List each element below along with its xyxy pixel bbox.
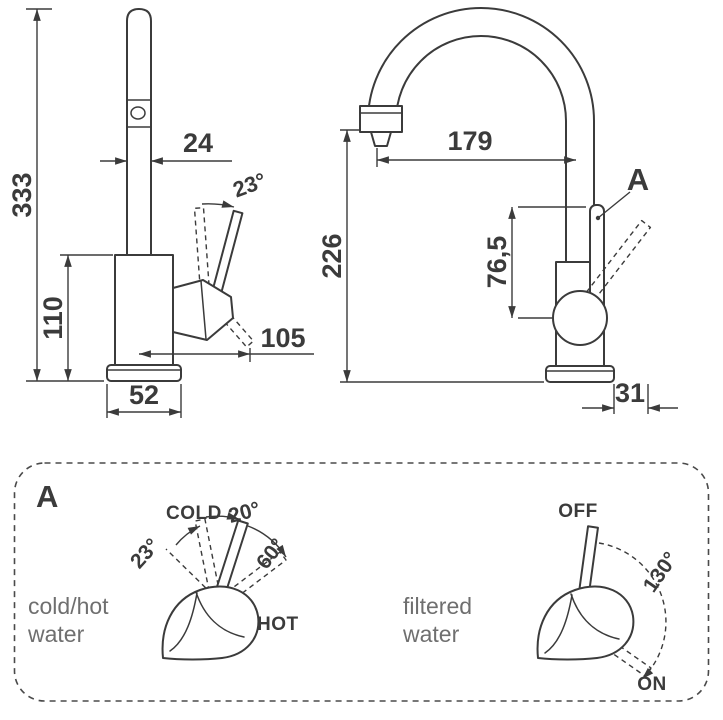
label-hot: HOT <box>257 614 299 635</box>
label-130: 130° <box>639 548 683 597</box>
dim-handle-height: 76,5 <box>482 236 512 289</box>
arc-20-detail <box>205 512 240 520</box>
mount-blob-coldhot <box>161 585 260 661</box>
handle-ball-joint <box>552 290 608 346</box>
arc-23-detail <box>175 525 201 546</box>
dim-reach: 105 <box>260 323 305 353</box>
spout-aerator <box>359 105 403 133</box>
faucet-body <box>114 254 174 366</box>
label-off: OFF <box>558 501 598 522</box>
dim-spout-reach: 179 <box>447 126 492 156</box>
mount-facet-4 <box>544 594 573 654</box>
caption-filtered-line1: filtered <box>403 593 472 619</box>
detail-filtered: filtered water OFF 130° ON <box>402 501 683 695</box>
handle-lever-open-dashed <box>580 219 652 308</box>
dim-spout-height: 226 <box>317 233 347 278</box>
faucet-base-front <box>545 365 615 383</box>
aerator-window <box>130 106 146 120</box>
panel-dashed-border <box>13 462 710 702</box>
detail-a-leader-dot <box>595 215 601 221</box>
handle-mount-facet <box>200 280 207 340</box>
front-view: 179 A 226 76,5 31 <box>317 7 678 414</box>
lever-lowered-dashed <box>217 308 255 348</box>
caption-coldhot-line2: water <box>27 621 85 647</box>
label-tilt-angle: 23° <box>126 534 164 573</box>
panel-label: A <box>36 479 58 514</box>
dim-spout-width: 24 <box>183 128 213 158</box>
dim-base-width: 52 <box>129 380 159 410</box>
arc-60-detail <box>247 525 287 558</box>
detail-a-leader <box>597 191 631 219</box>
faucet-base <box>106 364 182 382</box>
dim-overall-height: 333 <box>7 172 37 217</box>
detail-panel: A cold/hot water 23° COLD 20° 60° HOT fi… <box>13 462 710 702</box>
side-view: 333 24 23° 110 105 52 <box>7 8 314 418</box>
lever-reference-dashed <box>193 207 212 307</box>
detail-cold-hot: cold/hot water 23° COLD 20° 60° HOT <box>27 498 299 661</box>
dim-body-height: 110 <box>38 296 68 340</box>
dim-base-offset: 31 <box>615 378 645 408</box>
label-swing-angle: 60° <box>252 534 290 573</box>
aerator-tip <box>370 131 392 147</box>
caption-coldhot-line1: cold/hot <box>28 593 109 619</box>
caption-filtered-line2: water <box>402 621 460 647</box>
arc-23 <box>201 200 235 208</box>
lever-on-dashed <box>591 630 652 677</box>
lever-hot-dashed <box>221 551 287 605</box>
label-cold-angle: 20° <box>226 498 263 528</box>
label-on: ON <box>637 674 667 695</box>
lever-cold-dashed <box>194 518 221 597</box>
label-cold: COLD <box>166 503 222 524</box>
detail-ref-label: A <box>627 162 649 197</box>
spout-pipe <box>126 8 152 256</box>
gooseneck-spout <box>367 7 595 263</box>
mount-blob-filtered <box>536 585 635 661</box>
dim-handle-angle: 23° <box>230 168 270 203</box>
tilt-ref-dashed <box>165 548 213 595</box>
mount-facet-2 <box>169 592 198 652</box>
mount-facet-1 <box>195 591 245 638</box>
mount-facet-3 <box>570 593 620 640</box>
